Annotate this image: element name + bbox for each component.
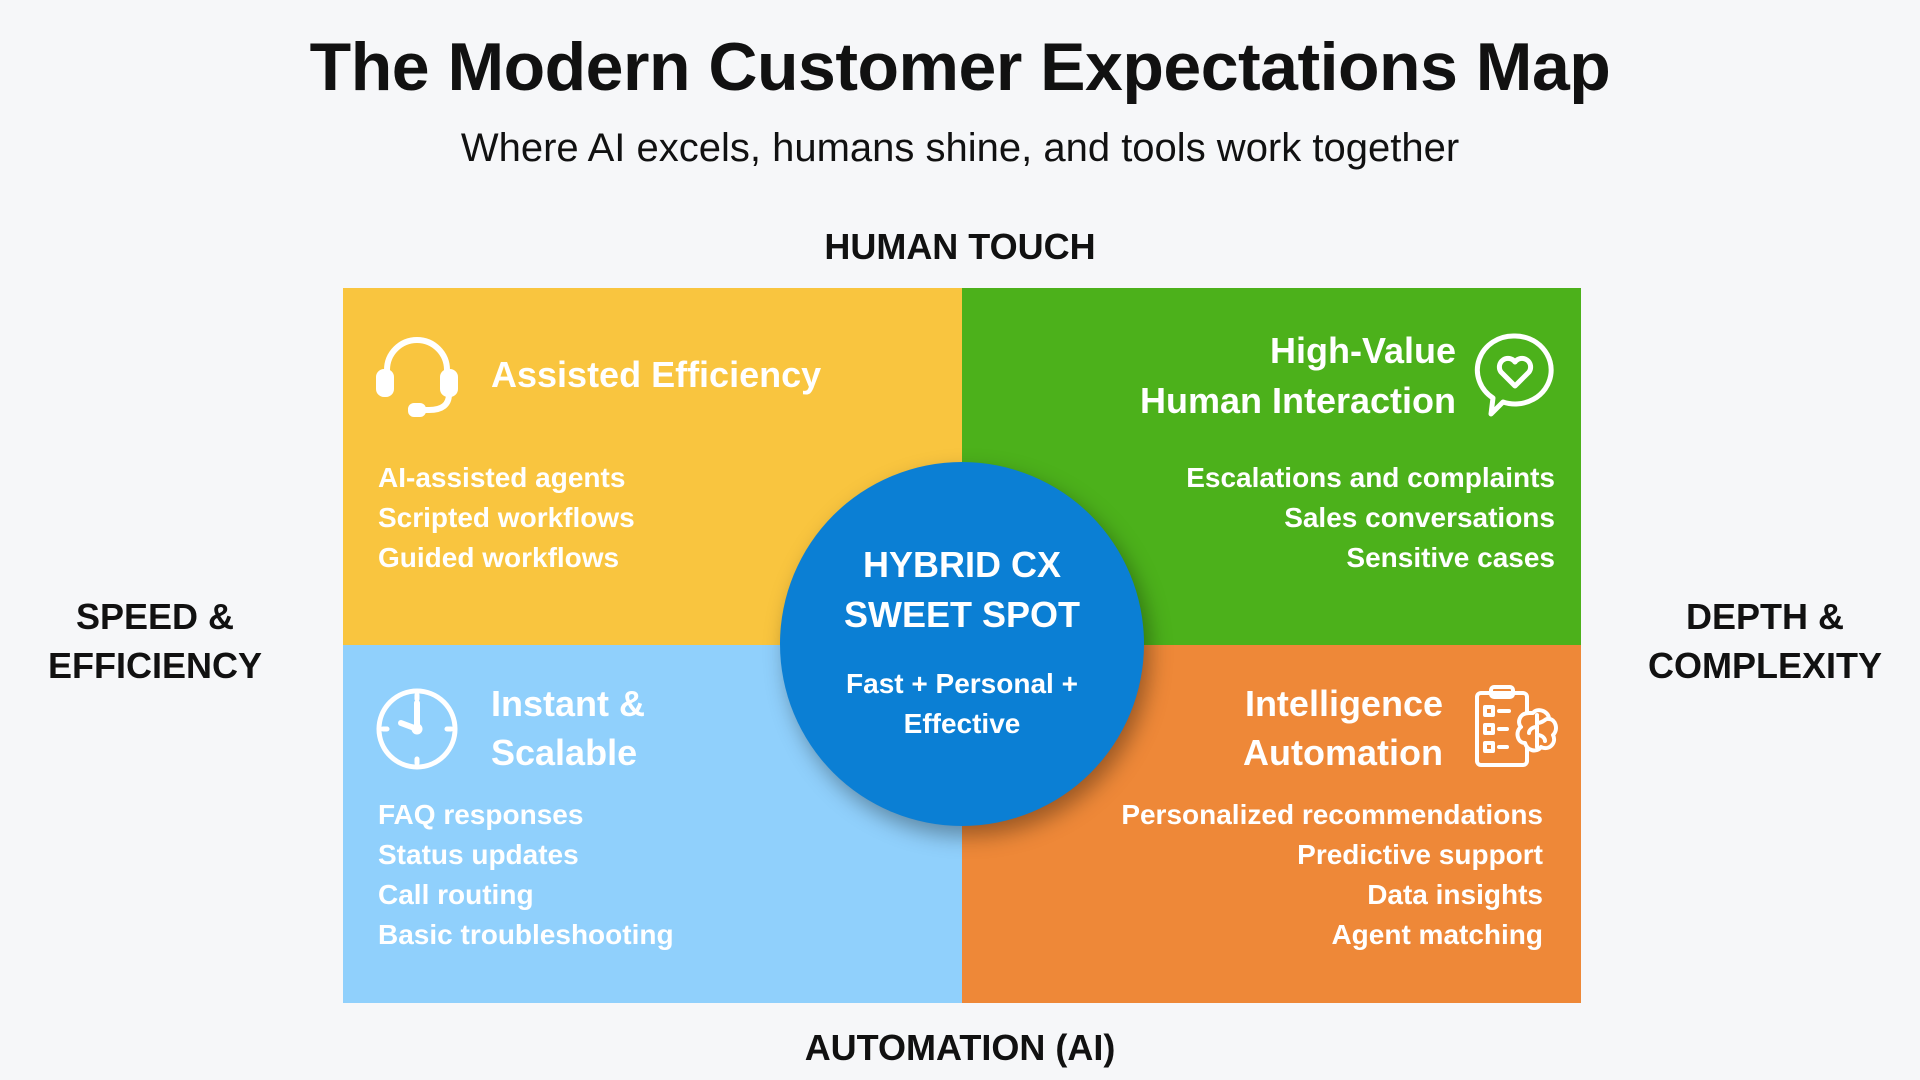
heart-chat-icon — [1471, 330, 1559, 418]
quadrant-grid: Assisted Efficiency AI-assisted agents S… — [343, 288, 1581, 1003]
axis-label-right: DEPTH & COMPLEXITY — [1630, 592, 1900, 690]
quadrant-title: Intelligence Automation — [1123, 679, 1443, 777]
quadrant-title-line2: Human Interaction — [1139, 380, 1456, 421]
quadrant-item-list: AI-assisted agents Scripted workflows Gu… — [378, 458, 635, 578]
quadrant-assisted-efficiency: Assisted Efficiency AI-assisted agents S… — [343, 288, 962, 645]
quadrant-title: Assisted Efficiency — [491, 354, 822, 395]
list-item: AI-assisted agents — [378, 462, 626, 493]
quadrant-title-line1: Instant & — [491, 683, 646, 724]
headset-icon — [373, 330, 461, 418]
checklist-brain-icon — [1471, 683, 1559, 771]
quadrant-title-line1: High-Value — [1269, 330, 1456, 371]
axis-label-top: HUMAN TOUCH — [824, 226, 1096, 267]
list-item: Predictive support — [1297, 839, 1543, 870]
quadrant-title-line2: Scalable — [491, 732, 638, 773]
list-item: Status updates — [378, 839, 579, 870]
axis-label-left-line1: SPEED & — [75, 596, 235, 637]
axis-label-bottom: AUTOMATION (AI) — [804, 1027, 1116, 1068]
quadrant-item-list: FAQ responses Status updates Call routin… — [378, 795, 674, 955]
center-title-line1: HYBRID CX — [862, 544, 1062, 585]
axis-label-left: SPEED & EFFICIENCY — [20, 592, 290, 690]
center-subtitle-line2: Effective — [903, 708, 1021, 739]
list-item: Scripted workflows — [378, 502, 635, 533]
quadrant-title: High-Value Human Interaction — [1096, 326, 1456, 426]
center-title: HYBRID CX SWEET SPOT — [780, 540, 1144, 640]
center-title-line2: SWEET SPOT — [843, 594, 1081, 635]
list-item: Basic troubleshooting — [378, 919, 674, 950]
axis-label-right-line1: DEPTH & — [1685, 596, 1844, 637]
list-item: Guided workflows — [378, 542, 620, 573]
center-subtitle: Fast + Personal + Effective — [780, 664, 1144, 744]
page-subtitle: Where AI excels, humans shine, and tools… — [460, 126, 1460, 170]
list-item: Agent matching — [1331, 919, 1543, 950]
list-item: FAQ responses — [378, 799, 584, 830]
quadrant-item-list: Escalations and complaints Sales convers… — [1186, 458, 1555, 578]
list-item: Sales conversations — [1284, 502, 1555, 533]
list-item: Sensitive cases — [1346, 542, 1555, 573]
quadrant-title: Instant & Scalable — [491, 679, 791, 777]
list-item: Personalized recommendations — [1121, 799, 1543, 830]
axis-label-right-line2: COMPLEXITY — [1647, 645, 1883, 686]
quadrant-title-line1: Intelligence — [1244, 683, 1443, 724]
quadrant-item-list: Personalized recommendations Predictive … — [1121, 795, 1543, 955]
clock-icon — [373, 685, 461, 773]
center-subtitle-line1: Fast + Personal + — [846, 668, 1078, 699]
hybrid-cx-sweet-spot-circle: HYBRID CX SWEET SPOT Fast + Personal + E… — [780, 462, 1144, 826]
axis-label-left-line2: EFFICIENCY — [47, 645, 262, 686]
list-item: Escalations and complaints — [1186, 462, 1555, 493]
list-item: Call routing — [378, 879, 534, 910]
list-item: Data insights — [1367, 879, 1543, 910]
page-title: The Modern Customer Expectations Map — [309, 29, 1611, 105]
quadrant-title-line2: Automation — [1243, 732, 1443, 773]
